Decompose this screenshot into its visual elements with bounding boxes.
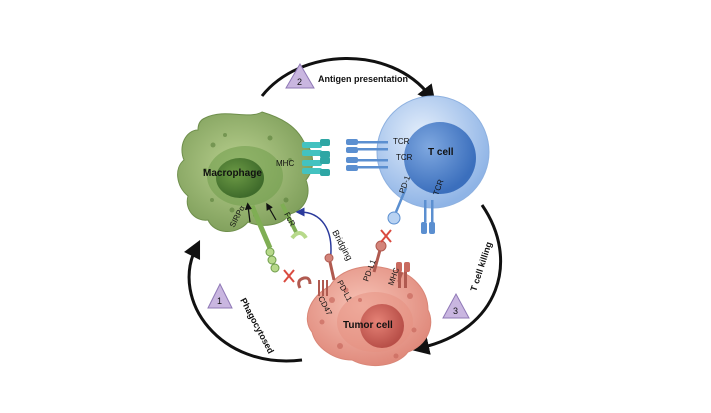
t-cell: T cell [376,95,490,209]
tumor-cell: Tumor cell [307,266,432,366]
sirpa-receptor [249,205,280,273]
tumor-cell-label: Tumor cell [343,320,393,331]
cd47-ligand [297,276,328,296]
pdl1-ligand-right [372,240,387,273]
antigen-presentation-arrow [260,57,436,104]
svg-text:3: 3 [453,306,458,316]
inhibition-x-pdl1 [380,229,392,243]
pdl1-ligand-left [324,253,336,281]
step2-label: Antigen presentation [318,74,408,84]
macrophage-mhc-label: MHC [276,159,294,168]
inhibition-x-cd47 [283,269,295,283]
macrophage-mhc-receptors [302,139,330,176]
phagocytosed-arrow [183,239,303,363]
step3-label: T cell killing [468,241,493,293]
step3-badge: 3 [442,292,470,319]
t-cell-label: T cell [428,147,454,158]
macrophage-cell: Macrophage [177,111,313,232]
pd1-receptor [387,187,408,225]
tcr-bottom-receptor [421,200,435,234]
step2-badge: 2 [285,63,315,89]
fcr-signal-arrow [266,202,277,221]
sirpa-signal-arrow [244,202,253,223]
svg-text:1: 1 [217,296,222,306]
tumor-nucleus [360,304,404,348]
tumor-mhc [396,262,410,288]
bridging-arrow [295,207,332,263]
tcr-label-1: TCR [393,137,410,146]
tumor-granules [319,287,417,359]
step1-badge: 1 [207,282,233,309]
tcr-label-2: TCR [396,153,413,162]
macrophage-label: Macrophage [203,168,262,179]
t-cell-nucleus [404,122,476,194]
step1-label: Phagocytosed [238,296,276,355]
fcr-receptor [280,203,308,240]
bridging-label: Bridging [330,228,354,262]
t-cell-killing-arrow [411,204,503,355]
macrophage-nucleus [216,158,264,198]
svg-text:2: 2 [297,77,302,87]
t-cell-tcr-receptors [346,139,388,171]
